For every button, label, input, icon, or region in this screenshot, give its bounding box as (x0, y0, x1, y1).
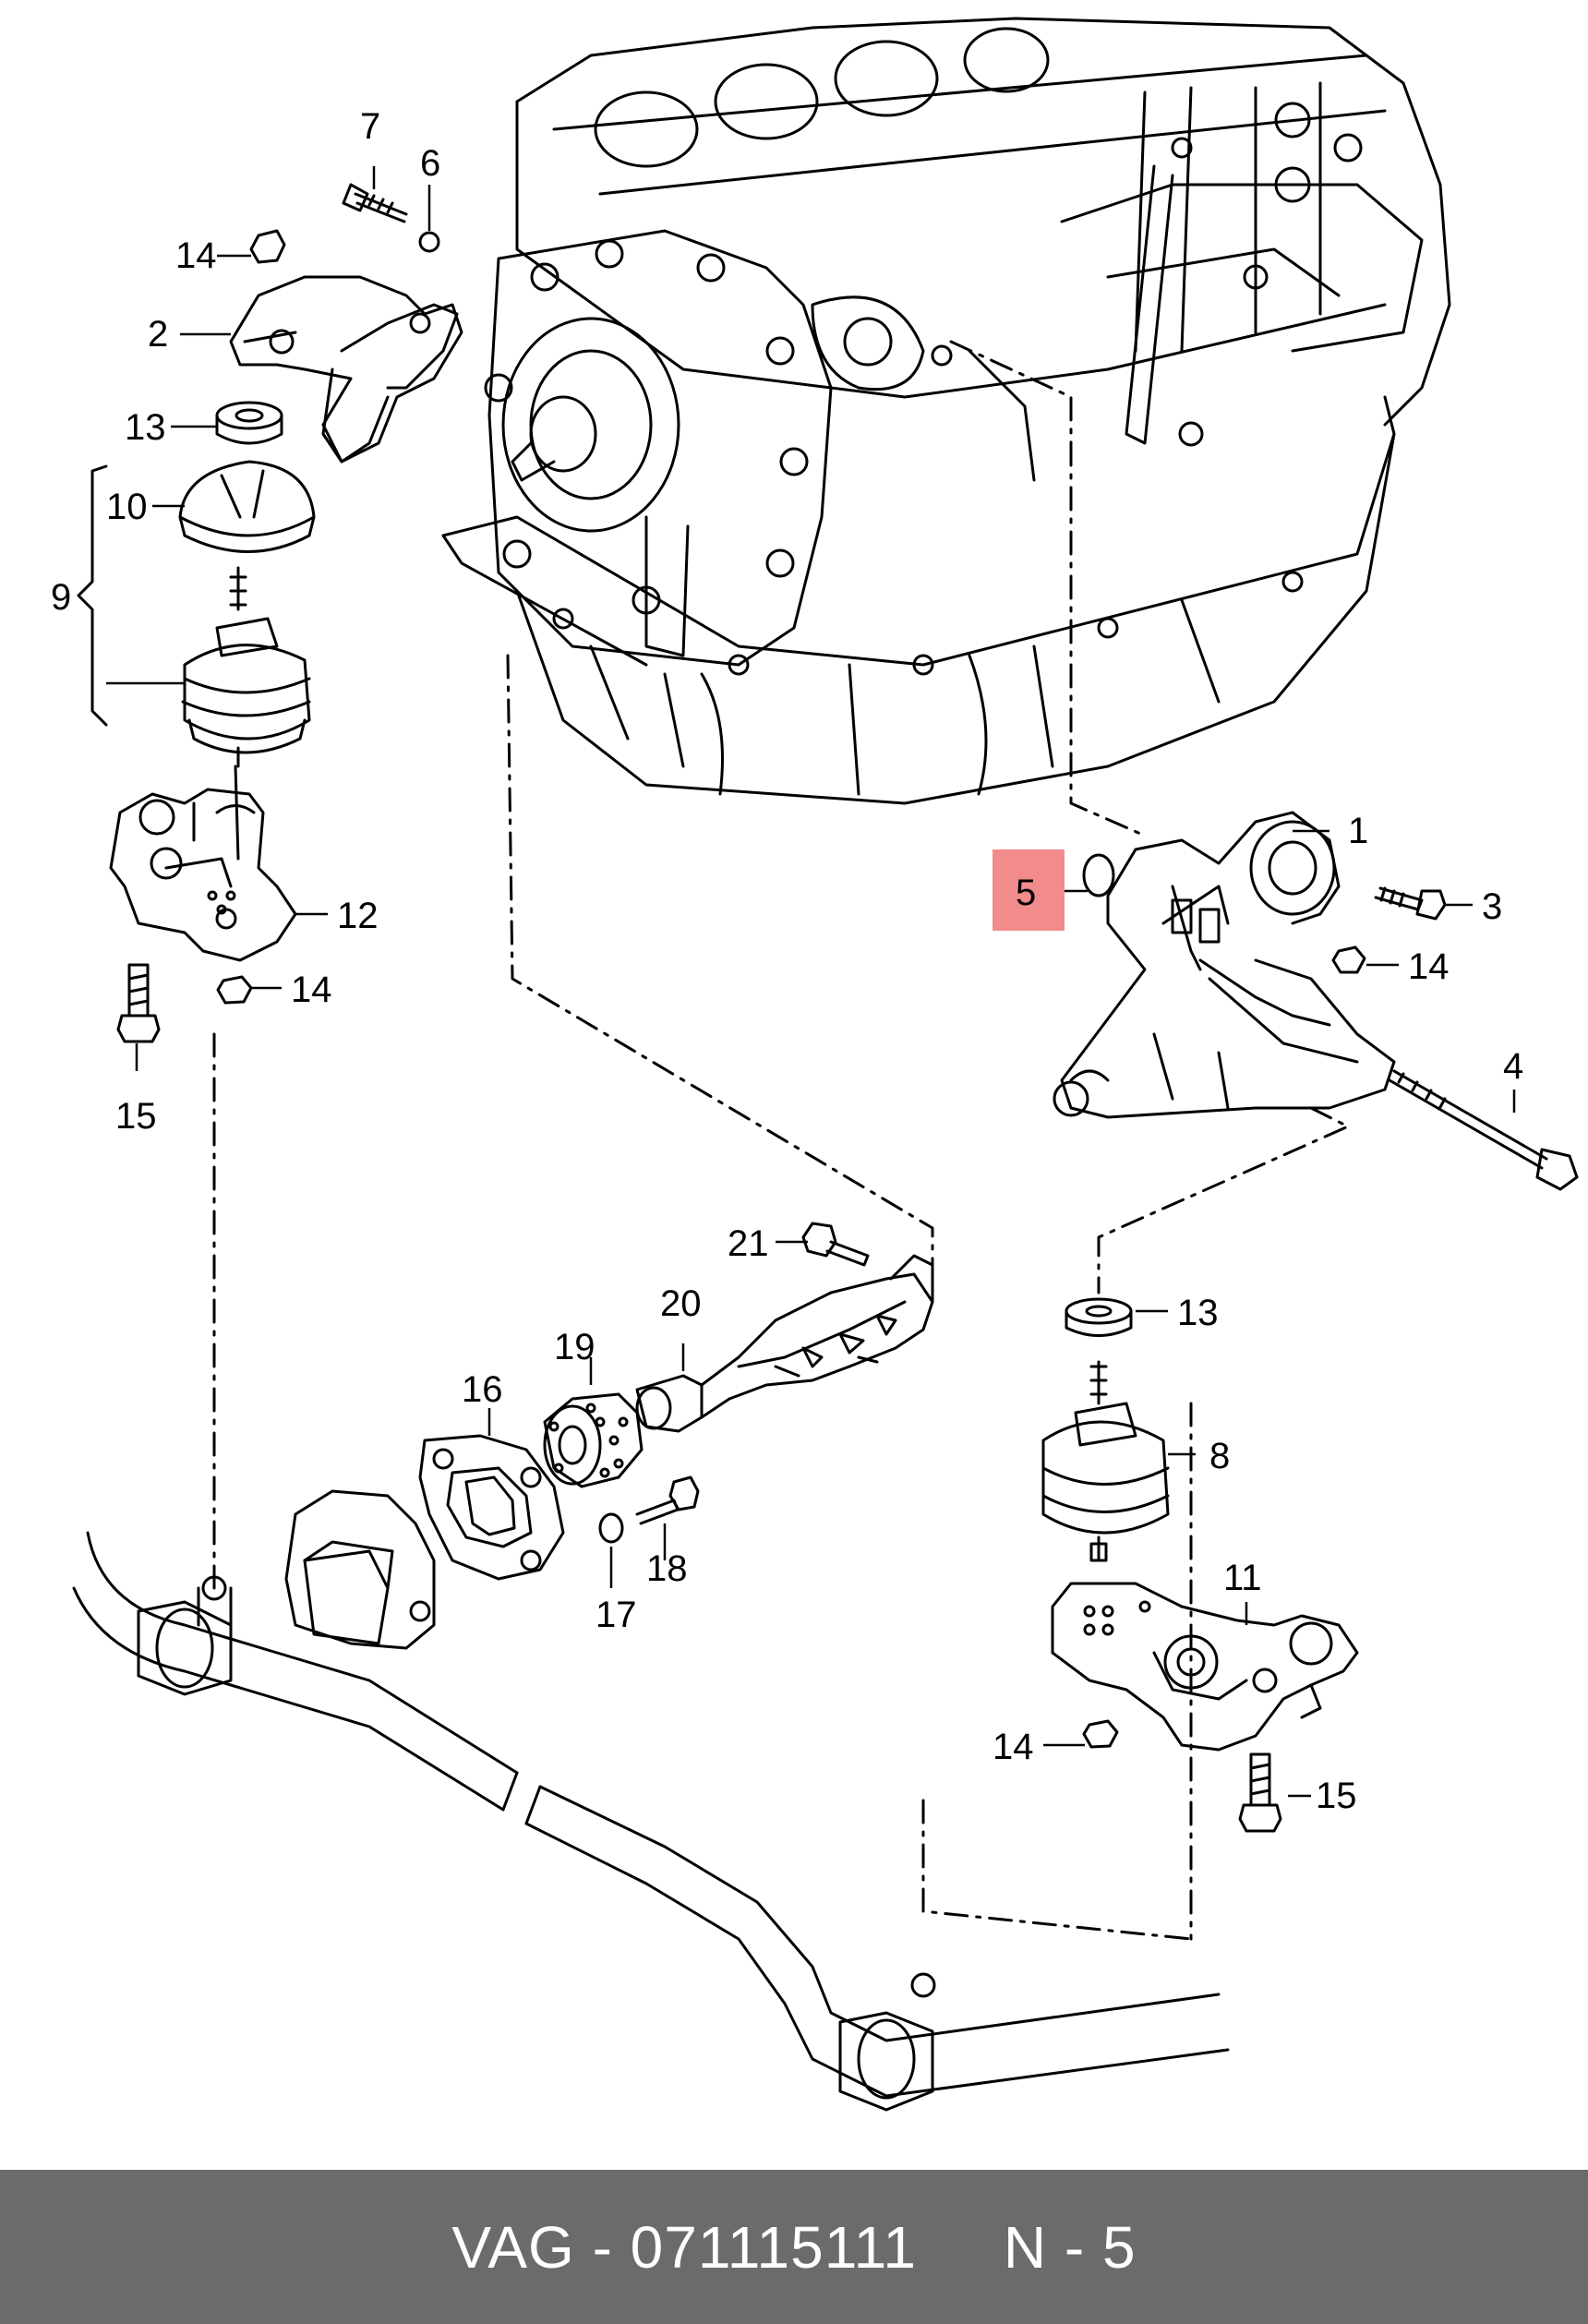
bolt-4 (1388, 1069, 1579, 1191)
callout-11: 11 (1223, 1558, 1262, 1598)
callout-21: 21 (728, 1223, 769, 1264)
callout-14-left: 14 (291, 969, 332, 1010)
callout-14-top-left: 14 (175, 235, 217, 276)
nut-14-right (1331, 945, 1366, 974)
callout-6: 6 (420, 143, 440, 184)
footer-bar: VAG - 071115111 N - 5 (0, 2170, 1588, 2324)
bolt-15-right (1238, 1752, 1282, 1833)
washer-6 (418, 231, 440, 253)
callout-13-right: 13 (1177, 1293, 1219, 1333)
timing-cover (484, 229, 833, 667)
nut-14 (249, 229, 286, 264)
bolt-21 (801, 1222, 870, 1267)
engine-mount-8 (1041, 1360, 1170, 1562)
bolt-3 (1374, 886, 1447, 921)
washer-17 (598, 1512, 624, 1544)
callout-8: 8 (1209, 1436, 1230, 1476)
parts-diagram: 1 2 3 4 5 6 7 8 9 10 11 12 13 13 14 14 1… (51, 17, 1579, 2112)
engine-mount-9 (181, 566, 311, 768)
bolt-15-left (116, 963, 161, 1043)
callout-4: 4 (1503, 1046, 1523, 1087)
callout-5: 5 (1016, 873, 1036, 913)
callout-10: 10 (106, 487, 148, 527)
mount-16 (418, 1434, 565, 1581)
left-upper-bracket (229, 275, 463, 464)
callout-19: 19 (554, 1327, 596, 1367)
callout-15-right: 15 (1316, 1776, 1357, 1816)
callout-16: 16 (462, 1369, 503, 1410)
brace-9 (77, 464, 108, 727)
nut-14-lower-right (1082, 1719, 1119, 1749)
torque-rod-20 (635, 1254, 934, 1433)
mount-cap-10 (178, 460, 316, 553)
nut-14-left (216, 975, 253, 1005)
highlight-box (992, 849, 1065, 931)
gearbox-part (284, 1489, 436, 1650)
callout-13-left: 13 (125, 407, 166, 448)
washer-13-right (1065, 1297, 1133, 1337)
o-ring-5 (1082, 853, 1115, 897)
part-number-caption: VAG - 071115111 N - 5 (451, 2213, 1137, 2281)
callout-20: 20 (660, 1283, 702, 1324)
bracket-11 (1051, 1582, 1359, 1752)
callout-15-left: 15 (115, 1096, 157, 1137)
callout-14-lower-right: 14 (992, 1727, 1034, 1767)
bush-19 (543, 1392, 644, 1488)
callout-12: 12 (337, 896, 379, 936)
bolt-18 (635, 1475, 700, 1525)
callout-14-right: 14 (1408, 946, 1450, 987)
callout-7: 7 (360, 106, 380, 147)
bracket-12 (109, 765, 297, 962)
callout-3: 3 (1482, 886, 1502, 927)
callout-1: 1 (1348, 811, 1368, 851)
subframe-bar (72, 1531, 1230, 2112)
bracket-1 (1053, 811, 1396, 1119)
callout-17: 17 (596, 1595, 637, 1635)
callout-9: 9 (51, 577, 71, 618)
callout-2: 2 (148, 314, 168, 355)
washer-13-left (215, 401, 283, 445)
callout-18: 18 (646, 1548, 688, 1589)
bolt-7 (342, 183, 408, 223)
engine-block (515, 17, 1451, 482)
oil-pan (441, 395, 1396, 805)
